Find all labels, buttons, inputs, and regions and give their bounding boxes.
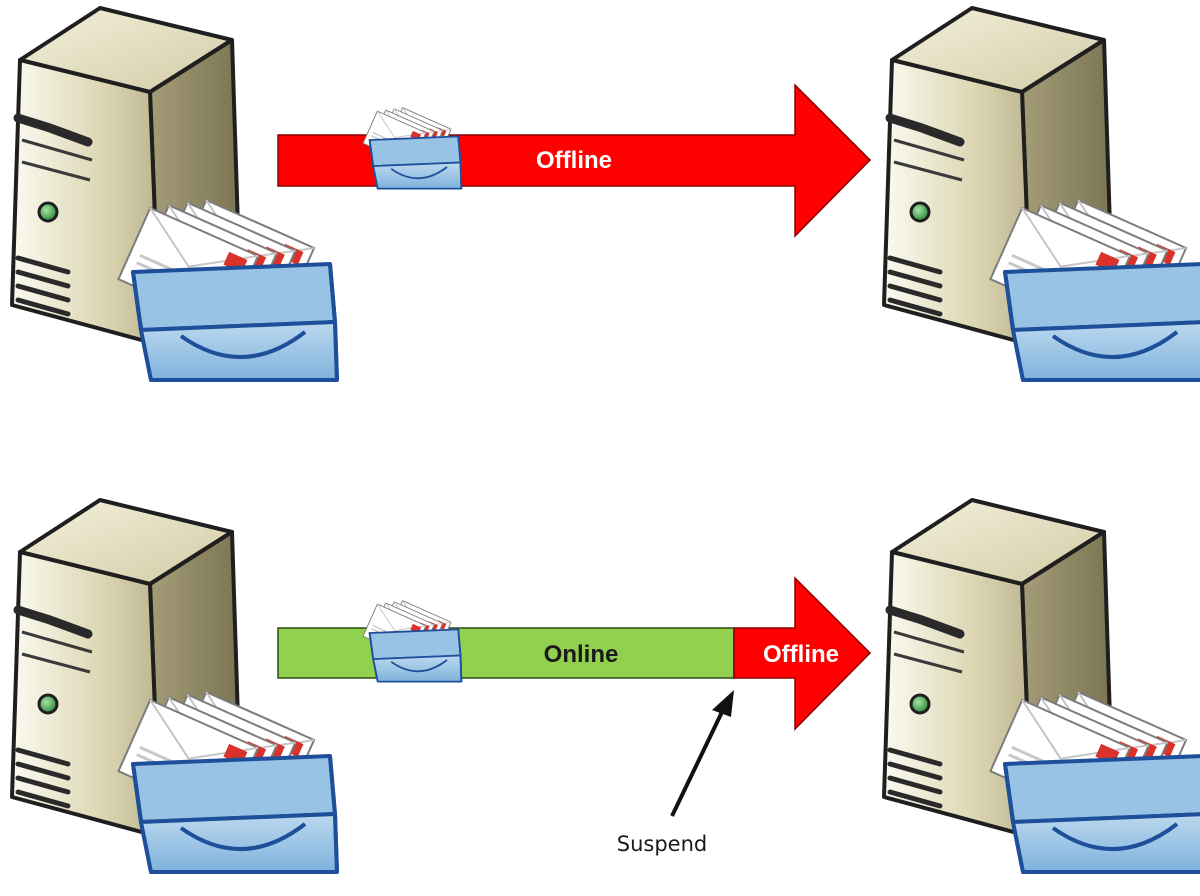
target-server-bottom: [884, 500, 1200, 872]
mailbox-tray-icon: [363, 592, 461, 682]
online-label: Online: [544, 641, 619, 668]
suspend-pointer-arrow: [670, 690, 734, 817]
target-server-top: [884, 8, 1200, 380]
online-bar: [277, 627, 735, 679]
source-server-top: [12, 8, 337, 380]
mailbox-tray-icon: [118, 180, 337, 380]
mailbox-tray-icon: [990, 672, 1200, 872]
offline-label-top: Offline: [536, 147, 612, 174]
mailbox-tray-icon: [990, 180, 1200, 380]
mailbox-tray-icon: [118, 672, 337, 872]
source-server-bottom: [12, 500, 337, 872]
offline-label-bottom: Offline: [763, 641, 839, 668]
mailbox-tray-icon: [363, 99, 461, 189]
offline-arrow-head: [733, 576, 872, 731]
offline-arrow-top: [277, 83, 872, 238]
suspend-annotation: Suspend: [617, 832, 707, 856]
